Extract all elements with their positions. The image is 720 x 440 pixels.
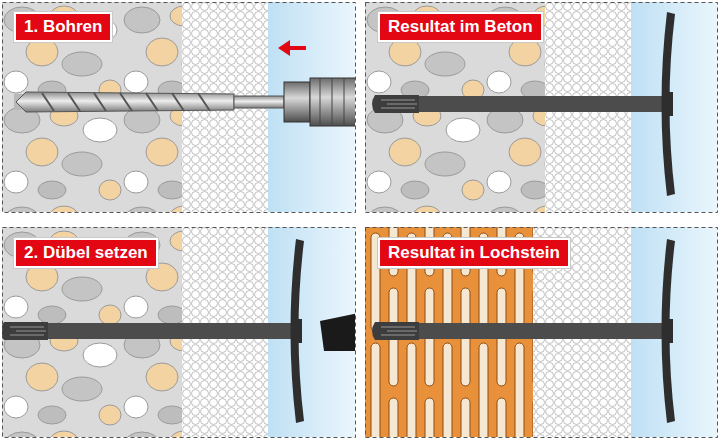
label-text: 2. Dübel setzen	[24, 243, 148, 263]
step-label: 1. Bohren	[14, 12, 112, 42]
label-text: Resultat in Lochstein	[388, 243, 560, 263]
step-label: Resultat in Lochstein	[378, 238, 570, 268]
step-label: Resultat im Beton	[378, 12, 543, 42]
step-label: 2. Dübel setzen	[14, 238, 158, 268]
label-text: Resultat im Beton	[388, 17, 533, 37]
label-text: 1. Bohren	[24, 17, 102, 37]
